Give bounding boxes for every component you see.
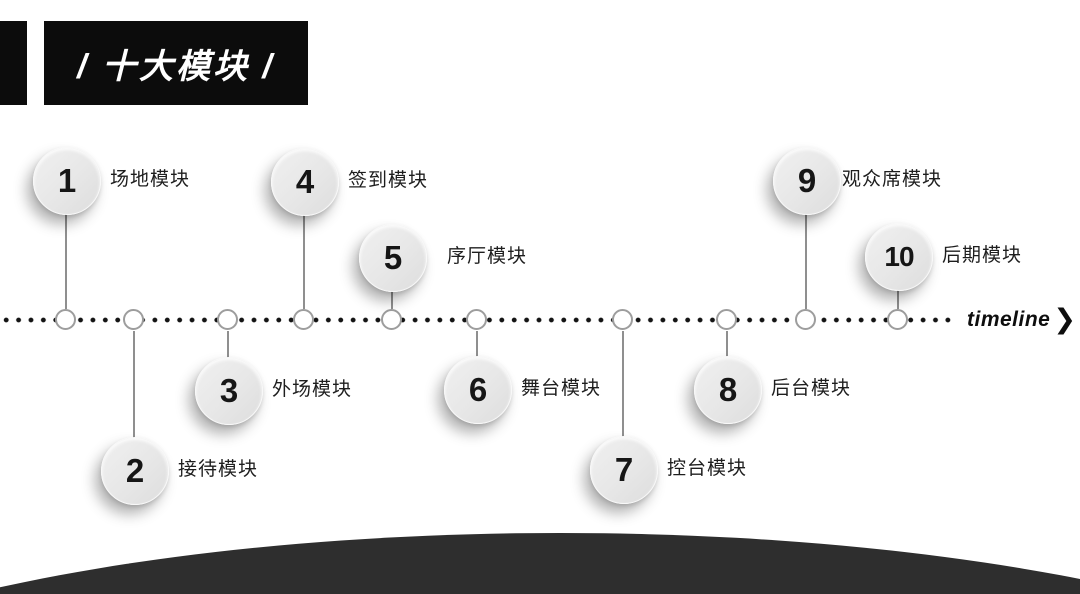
module-label: 序厅模块 <box>447 246 528 267</box>
module-number-circle: 9 <box>773 147 841 215</box>
timeline-label: timeline <box>967 308 1051 331</box>
timeline-label-group: timeline ❯ <box>963 303 1076 335</box>
module-number-circle: 6 <box>444 356 512 424</box>
module-number: 6 <box>468 371 488 408</box>
module-number-circle: 10 <box>865 223 933 291</box>
module-number: 2 <box>125 452 145 489</box>
module-number-circle: 7 <box>590 436 658 504</box>
timeline-node <box>612 309 633 330</box>
section-title-box: / 十大模块 / <box>44 21 308 105</box>
module-label: 后台模块 <box>771 378 852 399</box>
module-number: 3 <box>219 372 239 409</box>
module-label: 外场模块 <box>272 379 353 400</box>
connector-line <box>476 331 478 359</box>
module-number-circle: 8 <box>694 356 762 424</box>
module-label: 观众席模块 <box>842 169 943 190</box>
timeline-node <box>795 309 816 330</box>
timeline-node <box>217 309 238 330</box>
section-title: / 十大模块 / <box>77 47 275 86</box>
module-label: 接待模块 <box>178 459 259 480</box>
timeline-node <box>123 309 144 330</box>
module-label: 控台模块 <box>667 458 748 479</box>
module-number-circle: 4 <box>271 148 339 216</box>
module-label: 舞台模块 <box>521 378 602 399</box>
connector-line <box>622 331 624 439</box>
timeline-node <box>887 309 908 330</box>
timeline-node <box>55 309 76 330</box>
connector-line <box>391 287 393 309</box>
module-number: 9 <box>797 162 817 199</box>
module-number-circle: 2 <box>101 437 169 505</box>
module-number: 7 <box>614 451 634 488</box>
module-number: 5 <box>383 239 403 276</box>
connector-line <box>227 331 229 360</box>
timeline-node <box>381 309 402 330</box>
module-number: 4 <box>295 163 315 200</box>
bottom-arc-decoration <box>0 533 1080 594</box>
title-tab-fragment <box>0 21 27 105</box>
module-number: 10 <box>884 241 914 272</box>
module-number-circle: 1 <box>33 147 101 215</box>
timeline-arrow-icon: ❯ <box>1053 303 1076 334</box>
timeline-node <box>716 309 737 330</box>
module-number-circle: 3 <box>195 357 263 425</box>
connector-line <box>65 210 67 309</box>
timeline-node <box>293 309 314 330</box>
connector-line <box>805 210 807 309</box>
module-label: 后期模块 <box>942 245 1023 266</box>
module-number: 8 <box>718 371 738 408</box>
module-label: 签到模块 <box>348 170 429 191</box>
timeline-node <box>466 309 487 330</box>
connector-line <box>897 286 899 309</box>
module-number: 1 <box>57 162 77 199</box>
connector-line <box>133 331 135 440</box>
module-label: 场地模块 <box>110 169 191 190</box>
module-number-circle: 5 <box>359 224 427 292</box>
connector-line <box>303 211 305 309</box>
connector-line <box>726 331 728 359</box>
